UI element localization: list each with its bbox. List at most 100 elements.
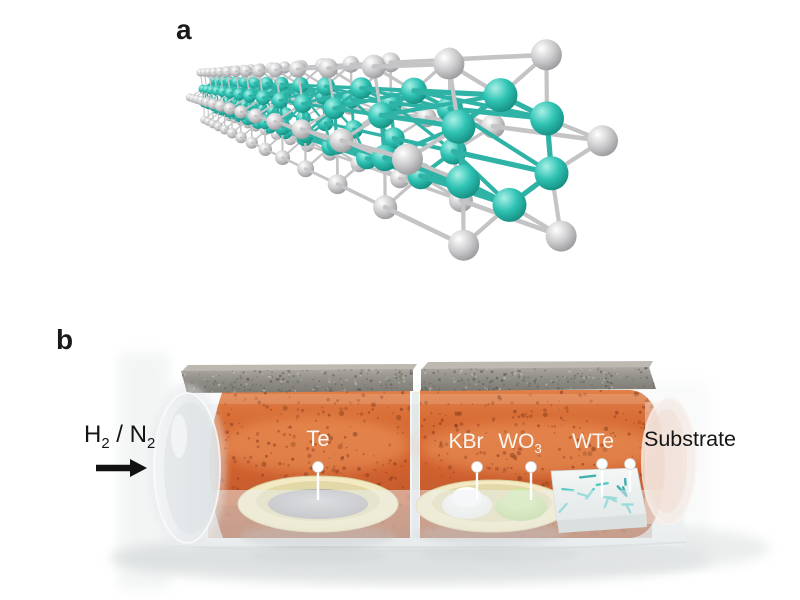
speckle-dot xyxy=(385,378,387,380)
speckle-dot xyxy=(395,369,397,371)
speckle-dot xyxy=(514,371,517,375)
speckle-dot xyxy=(343,388,346,392)
speckle-dot xyxy=(224,438,228,442)
speckle-dot xyxy=(326,397,330,402)
speckle-dot xyxy=(269,380,273,383)
speckle-dot xyxy=(277,388,281,392)
speckle-dot xyxy=(357,467,361,471)
speckle-dot xyxy=(438,413,441,416)
speckle-dot xyxy=(345,446,348,449)
speckle-dot xyxy=(396,414,402,421)
speckle-dot xyxy=(348,401,351,404)
speckle-dot xyxy=(444,442,449,447)
speckle-dot xyxy=(261,473,264,477)
speckle-dot xyxy=(409,398,410,401)
speckle-dot xyxy=(331,468,337,473)
speckle-dot xyxy=(190,381,194,384)
speckle-dot xyxy=(517,475,523,481)
speckle-dot xyxy=(233,459,238,464)
speckle-dot xyxy=(317,412,320,416)
pin-kbr xyxy=(471,461,483,499)
speckle-dot xyxy=(514,368,517,371)
speckle-dot xyxy=(300,379,302,381)
gas-h: H xyxy=(84,421,102,448)
speckle-dot xyxy=(530,370,532,373)
speckle-dot xyxy=(510,371,514,375)
speckle-dot xyxy=(608,372,611,375)
speckle-dot xyxy=(231,485,235,490)
heater-bar-1 xyxy=(181,369,413,393)
speckle-dot xyxy=(400,378,403,381)
teal-w-atom xyxy=(530,101,564,136)
speckle-dot xyxy=(279,474,281,476)
speckle-dot xyxy=(471,373,474,376)
speckle-dot xyxy=(514,423,518,427)
speckle-dot xyxy=(602,378,606,382)
speckle-dot xyxy=(242,371,245,374)
speckle-dot xyxy=(566,377,568,379)
speckle-dot xyxy=(333,370,335,372)
speckle-dot xyxy=(516,451,522,456)
speckle-dot xyxy=(605,377,608,380)
speckle-dot xyxy=(631,378,633,380)
speckle-dot xyxy=(429,382,431,385)
speckle-dot xyxy=(394,373,398,377)
speckle-dot xyxy=(281,372,285,375)
speckle-dot xyxy=(542,412,548,418)
speckle-dot xyxy=(466,379,470,382)
wo3-main: WO xyxy=(498,430,535,453)
speckle-dot xyxy=(510,401,514,405)
speckle-dot xyxy=(605,371,607,373)
speckle-dot xyxy=(526,415,529,419)
speckle-dot xyxy=(270,451,273,455)
speckle-dot xyxy=(359,371,363,375)
speckle-dot xyxy=(239,384,243,387)
panel-a-nanowire-model xyxy=(185,39,618,261)
speckle-dot xyxy=(313,442,317,446)
speckle-dot xyxy=(610,374,613,378)
panel-a-label: a xyxy=(176,14,192,45)
speckle-dot xyxy=(473,372,476,375)
speckle-dot xyxy=(328,457,331,459)
speckle-dot xyxy=(536,385,539,388)
speckle-dot xyxy=(230,383,233,386)
speckle-dot xyxy=(370,402,376,408)
speckle-dot xyxy=(556,387,560,390)
speckle-dot xyxy=(553,431,556,434)
speckle-dot xyxy=(492,419,495,422)
bond xyxy=(379,92,503,118)
speckle-dot xyxy=(583,392,587,397)
speckle-dot xyxy=(537,455,539,457)
speckle-dot xyxy=(254,396,258,401)
speckle-dot xyxy=(454,423,459,428)
speckle-dot xyxy=(570,378,573,381)
pin-ball xyxy=(525,461,537,473)
speckle-dot xyxy=(235,387,238,389)
gray-te-atom xyxy=(545,220,577,252)
speckle-dot xyxy=(245,373,248,375)
speckle-dot xyxy=(543,408,547,412)
speckle-dot xyxy=(518,447,522,451)
speckle-dot xyxy=(536,387,539,390)
speckle-dot xyxy=(291,457,295,461)
speckle-dot xyxy=(502,467,507,472)
speckle-dot xyxy=(401,431,405,434)
speckle-dot xyxy=(550,379,553,383)
speckle-dot xyxy=(380,370,383,373)
speckle-dot xyxy=(321,410,325,414)
speckle-dot xyxy=(556,375,559,378)
speckle-dot xyxy=(280,380,283,383)
glass-tube-top-sheen xyxy=(210,394,650,404)
speckle-dot xyxy=(502,383,505,386)
speckle-dot xyxy=(464,372,467,375)
speckle-dot xyxy=(566,410,569,413)
speckle-dot xyxy=(334,383,337,386)
speckle-dot xyxy=(491,416,496,421)
substrate-label: Substrate xyxy=(643,427,737,451)
speckle-dot xyxy=(440,475,443,478)
speckle-dot xyxy=(618,376,621,379)
speckle-dot xyxy=(356,398,360,402)
speckle-dot xyxy=(484,404,488,408)
speckle-dot xyxy=(551,425,554,428)
speckle-dot xyxy=(224,387,227,390)
